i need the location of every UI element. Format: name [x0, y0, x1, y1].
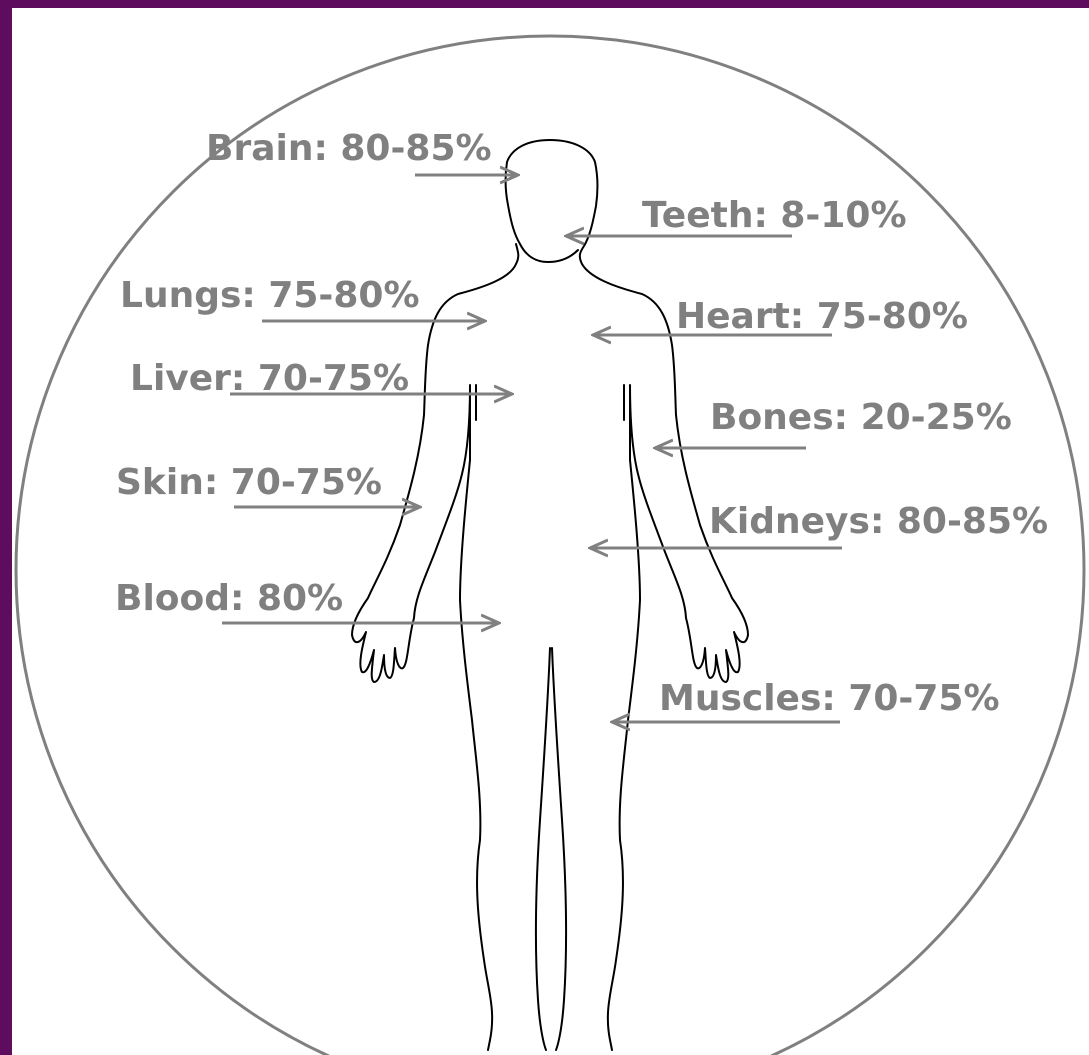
label-blood: Blood: 80% — [115, 578, 343, 619]
label-skin: Skin: 70-75% — [116, 462, 382, 503]
label-kidneys: Kidneys: 80-85% — [709, 501, 1048, 542]
label-muscles: Muscles: 70-75% — [659, 678, 1000, 719]
label-brain: Brain: 80-85% — [206, 128, 492, 169]
label-liver: Liver: 70-75% — [130, 358, 409, 399]
body-water-diagram: Brain: 80-85% Teeth: 8-10% Lungs: 75-80%… — [12, 8, 1089, 1055]
label-lungs: Lungs: 75-80% — [120, 275, 420, 316]
label-bones: Bones: 20-25% — [710, 397, 1012, 438]
label-teeth: Teeth: 8-10% — [642, 195, 907, 236]
label-heart: Heart: 75-80% — [676, 296, 968, 337]
diagram-panel: Brain: 80-85% Teeth: 8-10% Lungs: 75-80%… — [12, 8, 1089, 1055]
background-circle — [16, 36, 1084, 1055]
labels: Brain: 80-85% Teeth: 8-10% Lungs: 75-80%… — [115, 128, 1048, 719]
